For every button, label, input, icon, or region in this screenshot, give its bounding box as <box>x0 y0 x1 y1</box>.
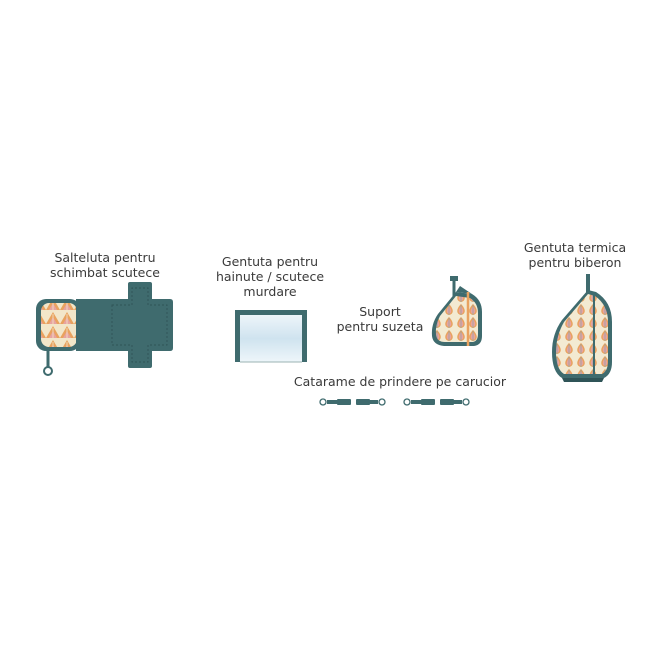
bottle-bag-label: Gentuta termica pentru biberon <box>523 240 627 270</box>
clear-pouch-icon <box>232 308 310 364</box>
thermal-bag-icon <box>548 272 618 384</box>
wet-bag-label: Gentuta pentru hainute / scutece murdare <box>215 254 325 299</box>
pacifier-pouch-icon <box>428 272 484 352</box>
stroller-clips-label: Catarame de prindere pe carucior <box>293 374 507 389</box>
stroller-clip-icon <box>318 395 478 409</box>
pacifier-holder-label: Suport pentru suzeta <box>336 304 424 334</box>
changing-mat-label: Salteluta pentru schimbat scutece <box>50 250 160 280</box>
changing-mat-icon <box>32 282 182 377</box>
